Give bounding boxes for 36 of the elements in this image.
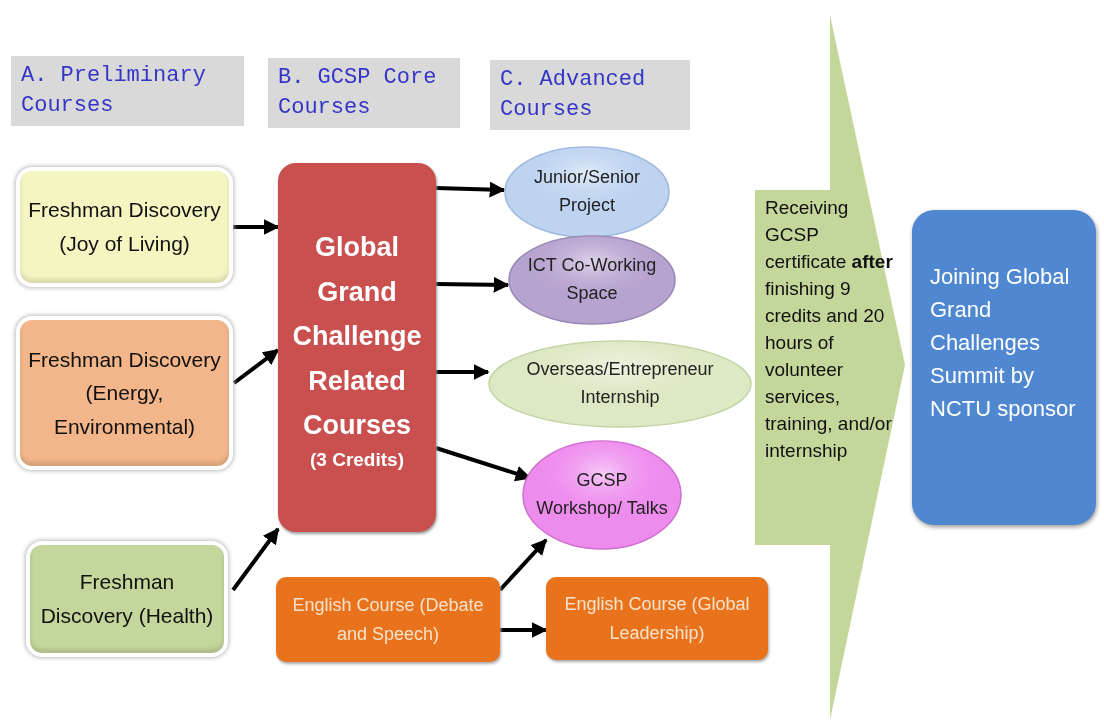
node-label: Receiving GCSP certificate after finishing 9 credits and 20 hours of volunteer services, training, and/or internship — [765, 196, 894, 463]
node-label: Freshman Discovery (Health) — [39, 569, 215, 629]
credit-note: (3 Credits) — [309, 447, 405, 472]
arrow — [498, 538, 548, 592]
course-ellipse — [488, 340, 752, 428]
node-label: Joining Global Grand Challenges Summit by NCTU sponsor — [930, 263, 1077, 423]
arrow — [500, 622, 548, 638]
course-box — [276, 577, 500, 662]
node-label: Freshman Discovery (Joy of Living) — [27, 197, 222, 257]
column-header — [268, 58, 460, 128]
node-label: English Course (Global Leadership) — [563, 592, 751, 645]
column-heading: B. GCSP Core Courses — [278, 64, 438, 122]
node-label: ICT Co-Working Space — [526, 254, 658, 305]
arrow — [233, 219, 280, 235]
column-heading: A. Preliminary Courses — [21, 62, 207, 120]
arrow — [435, 181, 506, 198]
core-course-box — [278, 163, 436, 532]
arrow — [231, 527, 280, 592]
node-label: Freshman Discovery (Energy, Environmental) — [27, 346, 222, 440]
arrow — [232, 348, 280, 385]
node-label: GCSP Workshop/ Talks — [535, 469, 669, 520]
goal-box — [912, 210, 1096, 525]
column-header — [490, 60, 690, 130]
arrow — [435, 276, 510, 293]
course-ellipse — [504, 146, 670, 238]
course-ellipse — [522, 440, 682, 550]
node-label: Global Grand Challenge Related Courses — [291, 231, 423, 443]
node-label: Junior/Senior Project — [532, 166, 642, 217]
chevron-arrow — [755, 15, 905, 720]
course-ellipse — [508, 235, 676, 325]
course-box — [546, 577, 768, 660]
node-label: Overseas/Entrepreneur Internship — [525, 358, 715, 409]
node-label: English Course (Debate and Speech) — [291, 593, 485, 646]
column-header — [11, 56, 244, 126]
column-heading: C. Advanced Courses — [500, 66, 647, 124]
arrow — [436, 364, 490, 380]
